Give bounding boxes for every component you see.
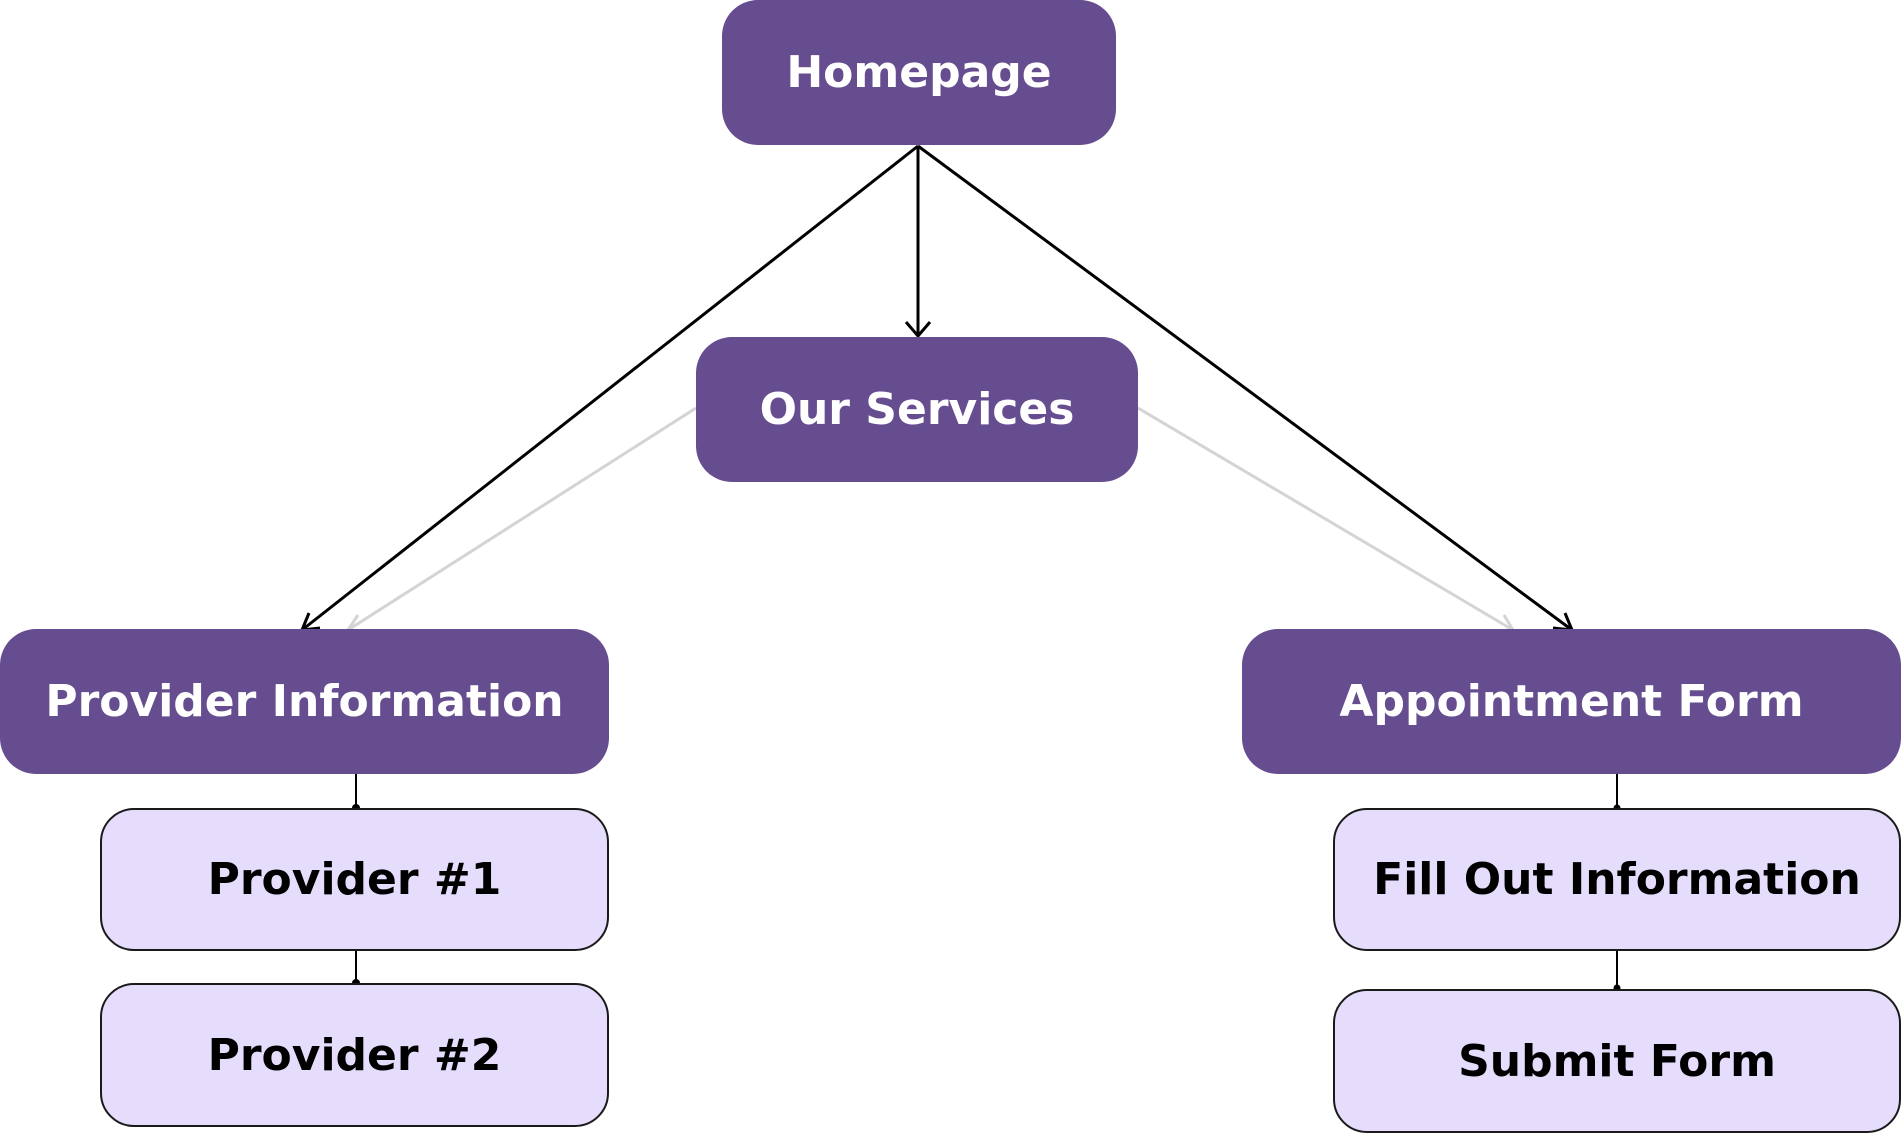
node-submit-form-label: Submit Form [1458,1035,1776,1087]
node-provider-1-label: Provider #1 [207,854,502,905]
edge-provider-1-to-provider-2 [352,951,360,987]
node-appointment-form: Appointment Form [1242,629,1901,774]
node-fill-out-information: Fill Out Information [1333,808,1901,951]
edge-homepage-to-our-services [904,146,932,339]
node-provider-1: Provider #1 [100,808,609,951]
node-our-services-label: Our Services [759,384,1075,435]
node-provider-information: Provider Information [0,629,609,774]
node-provider-2-label: Provider #2 [207,1029,502,1081]
node-submit-form: Submit Form [1333,989,1901,1133]
edge-services-to-appointment-form [1137,406,1516,633]
node-appointment-form-label: Appointment Form [1339,676,1804,727]
edge-provider-information-to-provider-1 [352,774,360,812]
node-fill-out-information-label: Fill Out Information [1373,854,1861,905]
node-homepage: Homepage [722,0,1116,145]
node-homepage-label: Homepage [786,47,1052,98]
node-our-services: Our Services [696,337,1138,482]
edge-appointment-form-to-fill-out-information [1613,774,1621,812]
node-provider-2: Provider #2 [100,983,609,1127]
edge-services-to-provider-information [345,406,697,634]
edge-fill-out-information-to-submit-form [1613,951,1621,992]
node-provider-information-label: Provider Information [45,676,564,727]
